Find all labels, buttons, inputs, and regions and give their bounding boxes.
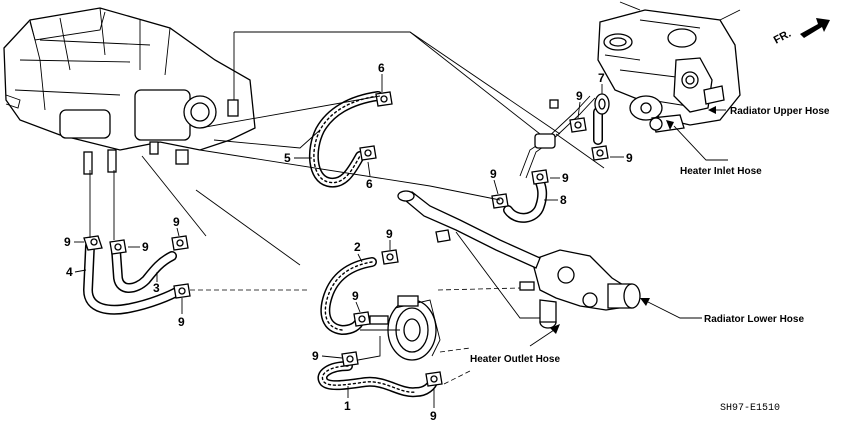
hose-clamp: [173, 283, 191, 299]
label-heater-outlet-hose: Heater Outlet Hose: [470, 354, 560, 365]
hose-clamp: [353, 311, 371, 327]
hose-clamp: [171, 235, 189, 251]
callout-numbers: 1 2 3 4 5 6 6 7 8 9 9 9 9 9 9 9 9 9 9: [64, 61, 633, 423]
callout-9: 9: [386, 227, 393, 241]
hose-4: [83, 241, 185, 315]
hose-labels: Radiator Upper Hose Heater Inlet Hose Ra…: [470, 106, 830, 365]
clamps: [83, 91, 609, 387]
callout-9: 9: [312, 349, 319, 363]
hose-1: [317, 361, 439, 398]
hose-3: [111, 245, 177, 293]
callout-4: 4: [66, 265, 73, 279]
label-radiator-lower-hose: Radiator Lower Hose: [704, 314, 804, 325]
callout-9: 9: [173, 215, 180, 229]
hose-clamp: [569, 117, 587, 133]
heater-pipe: [519, 95, 596, 179]
oil-cooler: [369, 295, 441, 361]
intake-manifold: [3, 7, 256, 175]
callout-9: 9: [64, 235, 71, 249]
hose-8: [503, 173, 548, 223]
front-direction-indicator: FR.: [772, 18, 830, 47]
callout-8: 8: [560, 193, 567, 207]
callout-2: 2: [354, 240, 361, 254]
label-heater-inlet-hose: Heater Inlet Hose: [680, 166, 762, 177]
hose-clamp: [341, 351, 359, 367]
callout-6-top: 6: [378, 61, 385, 75]
callout-9: 9: [352, 289, 359, 303]
callout-9: 9: [490, 167, 497, 181]
callout-9: 9: [178, 315, 185, 329]
callout-6-bottom: 6: [366, 177, 373, 191]
water-pipe: [397, 190, 541, 269]
callout-9: 9: [142, 240, 149, 254]
diagram-code: SH97-E1510: [720, 403, 780, 414]
hose-clamp: [425, 371, 443, 387]
callout-9: 9: [626, 151, 633, 165]
hose-clamp: [491, 193, 509, 209]
callout-9: 9: [430, 409, 437, 423]
hose-2: [320, 257, 377, 335]
hose-clamp: [83, 235, 103, 251]
hose-clamp: [359, 145, 377, 161]
cylinder-head: [597, 1, 741, 133]
hose-clamp: [109, 239, 127, 255]
front-label: FR.: [772, 28, 793, 47]
callout-9: 9: [576, 89, 583, 103]
callout-7: 7: [598, 71, 605, 85]
leader-lines: [89, 31, 605, 385]
callout-3: 3: [153, 281, 160, 295]
hose-clamp: [381, 249, 399, 265]
front-arrow-icon: [800, 18, 830, 38]
hose-clamp: [531, 169, 549, 185]
hose-clamp: [591, 145, 609, 161]
hose-5: [308, 91, 383, 188]
hose-clamp: [375, 91, 393, 107]
callout-9: 9: [562, 171, 569, 185]
callout-5: 5: [284, 151, 291, 165]
label-radiator-upper-hose: Radiator Upper Hose: [730, 106, 830, 117]
callout-1: 1: [344, 399, 351, 413]
thermostat-housing: [519, 249, 641, 329]
hose-7: [593, 93, 610, 145]
